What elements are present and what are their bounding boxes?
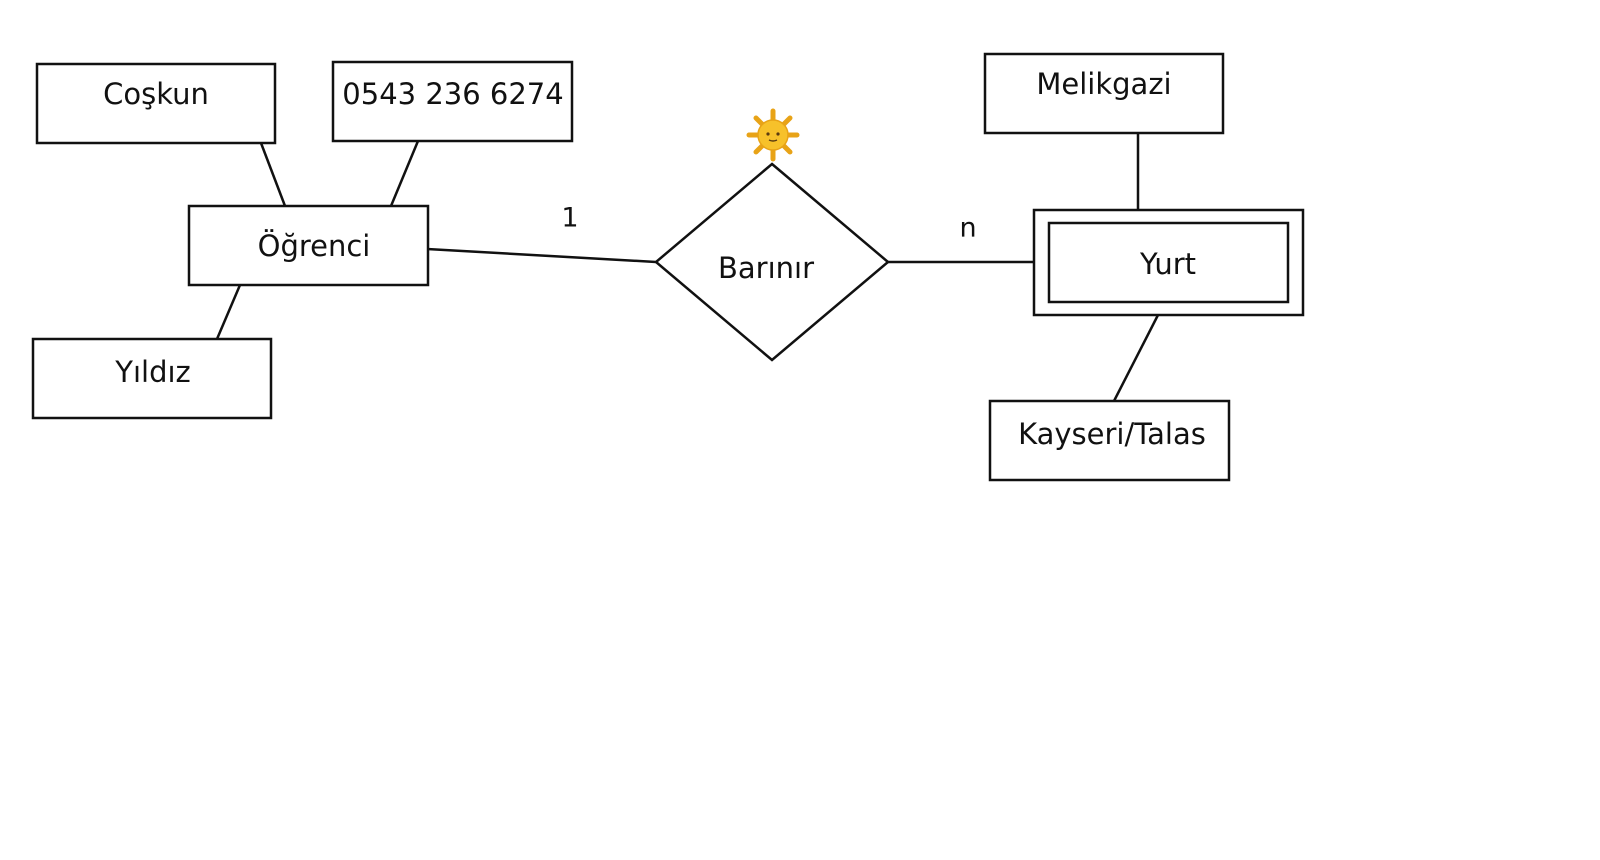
attribute-yildiz-label: Yıldız (114, 355, 191, 389)
attribute-kayseri-talas[interactable]: Kayseri/Talas (988, 399, 1231, 482)
attribute-yildiz[interactable]: Yıldız (31, 337, 273, 420)
entity-ogrenci-label: Öğrenci (258, 229, 371, 263)
attribute-phone[interactable]: 0543 236 6274 (331, 60, 574, 143)
attribute-coskun[interactable]: Coşkun (35, 62, 277, 145)
cardinality-ogrenci-side: 1 (561, 203, 578, 234)
attribute-kayseri-talas-label: Kayseri/Talas (1018, 417, 1206, 451)
connectors (215, 133, 1160, 402)
attribute-phone-label: 0543 236 6274 (342, 77, 563, 111)
attribute-melikgazi-label: Melikgazi (1036, 67, 1171, 101)
edge-phone-ogrenci (389, 140, 420, 207)
entity-yurt[interactable]: Yurt (1032, 208, 1305, 317)
entity-ogrenci[interactable]: Öğrenci (187, 204, 430, 287)
attribute-coskun-label: Coşkun (103, 77, 209, 111)
edge-yurt-kayseri (1112, 314, 1160, 402)
cardinality-yurt-side: n (959, 213, 976, 244)
attribute-melikgazi[interactable]: Melikgazi (983, 52, 1225, 135)
relationship-barinir[interactable]: Barınır (654, 162, 890, 362)
sun-face-icon (746, 108, 800, 162)
edge-yildiz-ogrenci (215, 284, 242, 340)
edge-coskun-ogrenci (259, 142, 287, 207)
edge-ogrenci-barinir (426, 247, 657, 264)
relationship-barinir-label: Barınır (718, 251, 814, 285)
entity-yurt-label: Yurt (1139, 247, 1196, 281)
